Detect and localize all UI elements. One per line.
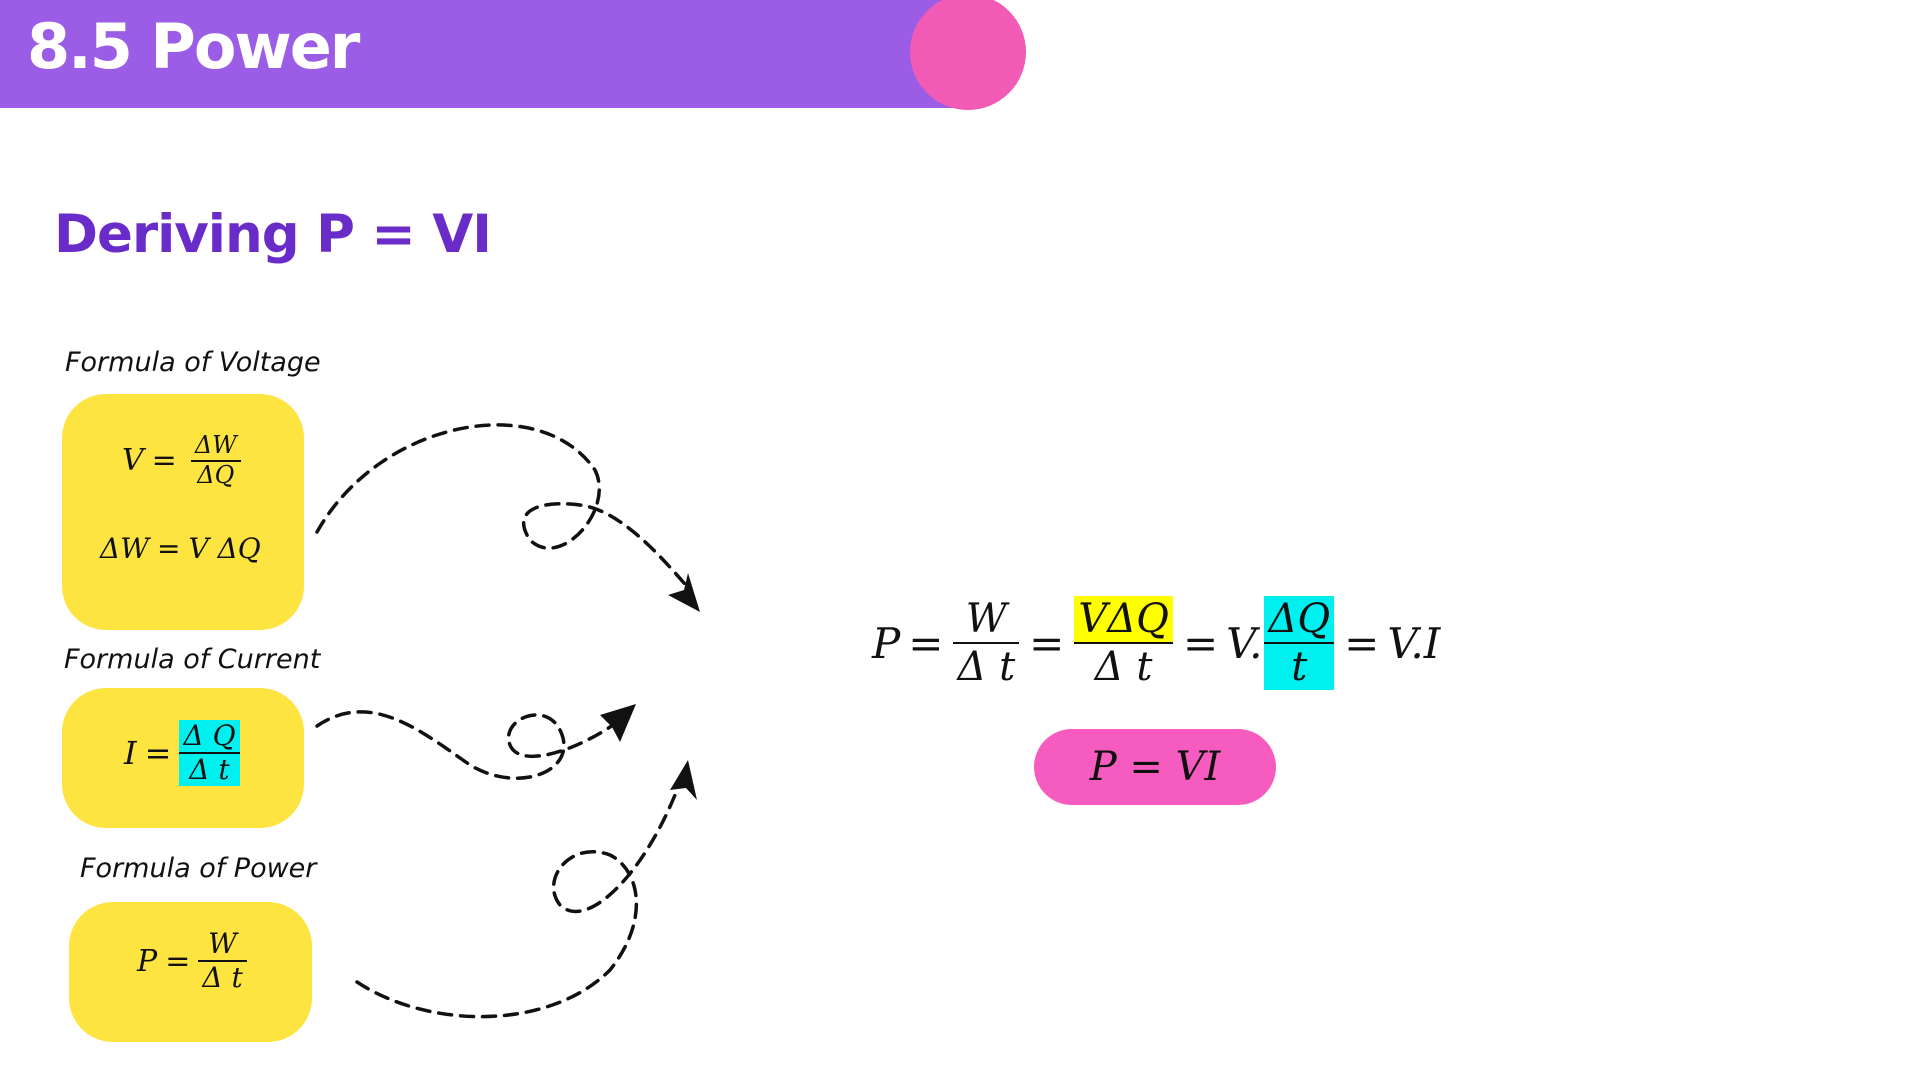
current-caption: Formula of Current bbox=[64, 644, 321, 675]
page-title: 8.5 Power bbox=[27, 10, 360, 83]
voltage-denominator: ΔQ bbox=[197, 460, 235, 489]
derivation-fraction-2: VΔQ Δ t bbox=[1074, 596, 1173, 690]
power-numerator: W bbox=[208, 927, 237, 960]
power-fraction: W Δ t bbox=[198, 927, 247, 995]
voltage-numerator: ΔW bbox=[194, 431, 237, 459]
power-lhs: P bbox=[137, 943, 158, 979]
power-arrowhead bbox=[670, 760, 697, 800]
power-formula-card: P = W Δ t bbox=[69, 902, 312, 1042]
power-denominator: Δ t bbox=[202, 961, 243, 995]
derivation-fraction-3: ΔQ t bbox=[1264, 596, 1335, 690]
voltage-formula-card: V = ΔW ΔQ ΔW = V ΔQ bbox=[62, 394, 304, 630]
voltage-fraction: ΔW ΔQ bbox=[190, 431, 241, 489]
header-bar bbox=[0, 0, 980, 108]
work-lhs: ΔW bbox=[100, 532, 149, 565]
voltage-caption: Formula of Voltage bbox=[65, 347, 321, 378]
current-denominator: Δ t bbox=[189, 753, 230, 787]
section-title: Deriving P = VI bbox=[54, 204, 492, 265]
current-arrow-curve bbox=[315, 710, 622, 780]
current-formula-card: I = Δ Q Δ t bbox=[62, 688, 304, 828]
voltage-lhs: V bbox=[122, 443, 144, 479]
result-formula: P = VI bbox=[1089, 744, 1221, 790]
derivation-fraction-1: W Δ t bbox=[953, 596, 1020, 690]
derivation-result-term: V.I bbox=[1387, 618, 1441, 668]
result-pill: P = VI bbox=[1034, 729, 1276, 805]
power-formula: P = W Δ t bbox=[137, 927, 247, 995]
voltage-formula: V = ΔW ΔQ bbox=[122, 431, 247, 489]
header-accent-circle bbox=[910, 0, 1026, 110]
current-fraction: Δ Q Δ t bbox=[179, 719, 240, 787]
derivation-equation: P = W Δ t = VΔQ Δ t = V. ΔQ t = V.I bbox=[872, 596, 1441, 690]
current-numerator: Δ Q bbox=[183, 719, 236, 752]
work-rhs: V ΔQ bbox=[188, 532, 261, 565]
power-arrow-curve bbox=[355, 793, 677, 1019]
current-arrowhead bbox=[600, 704, 636, 742]
current-lhs: I bbox=[124, 734, 137, 773]
voltage-arrowhead bbox=[668, 573, 700, 612]
work-formula: ΔW = V ΔQ bbox=[100, 532, 261, 565]
power-caption: Formula of Power bbox=[80, 853, 317, 884]
current-formula: I = Δ Q Δ t bbox=[124, 719, 240, 787]
voltage-arrow-curve bbox=[315, 423, 692, 592]
derivation-lhs: P bbox=[872, 618, 901, 668]
derivation-term-v: V. bbox=[1226, 618, 1263, 668]
